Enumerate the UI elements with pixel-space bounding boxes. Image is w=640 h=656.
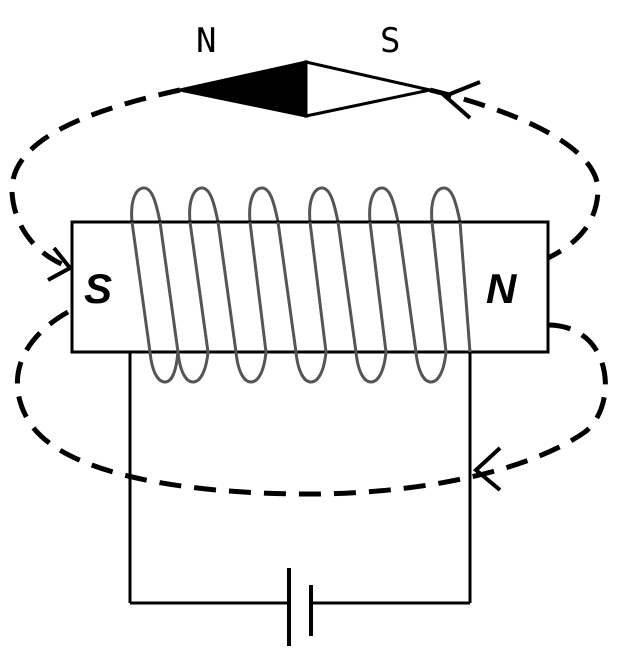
compass-north-half [179,60,308,118]
coil-back-turns [130,186,462,223]
coil-lead-left [130,221,180,384]
coil-turn-front [276,221,328,384]
coil-turn-back [308,186,340,223]
upper-field-line-path [9,87,181,271]
lower-field-line [14,309,608,497]
circuit-wires [128,352,472,605]
compass-north-label: N [196,21,216,61]
compass-needle: N S [179,21,431,118]
coil-turn-front [216,221,268,384]
coil-turn-front [158,221,210,384]
upper-field-line-path-right [429,87,601,261]
coil-turn-front [458,221,472,353]
compass-south-label: S [380,21,400,61]
upper-left-arrowhead [47,246,74,282]
lower-field-line-path [14,309,608,497]
compass-south-half [304,60,431,118]
coil-turn-front [336,221,388,384]
coil-turn-back [130,186,162,223]
battery [287,568,313,646]
coil-turn-back [188,186,220,223]
upper-field-line [9,87,601,271]
coil-turn-front [396,221,448,384]
coil-turn-back [368,186,400,223]
lower-right-arrowhead [472,446,502,492]
core-right-pole-label: N [486,265,518,312]
upper-right-arrowhead [441,80,481,120]
iron-core [70,220,550,354]
coil-turn-back [248,186,280,223]
coil-front-turns [130,221,472,384]
coil-turn-back [430,186,462,223]
core-left-pole-label: S [84,265,112,312]
